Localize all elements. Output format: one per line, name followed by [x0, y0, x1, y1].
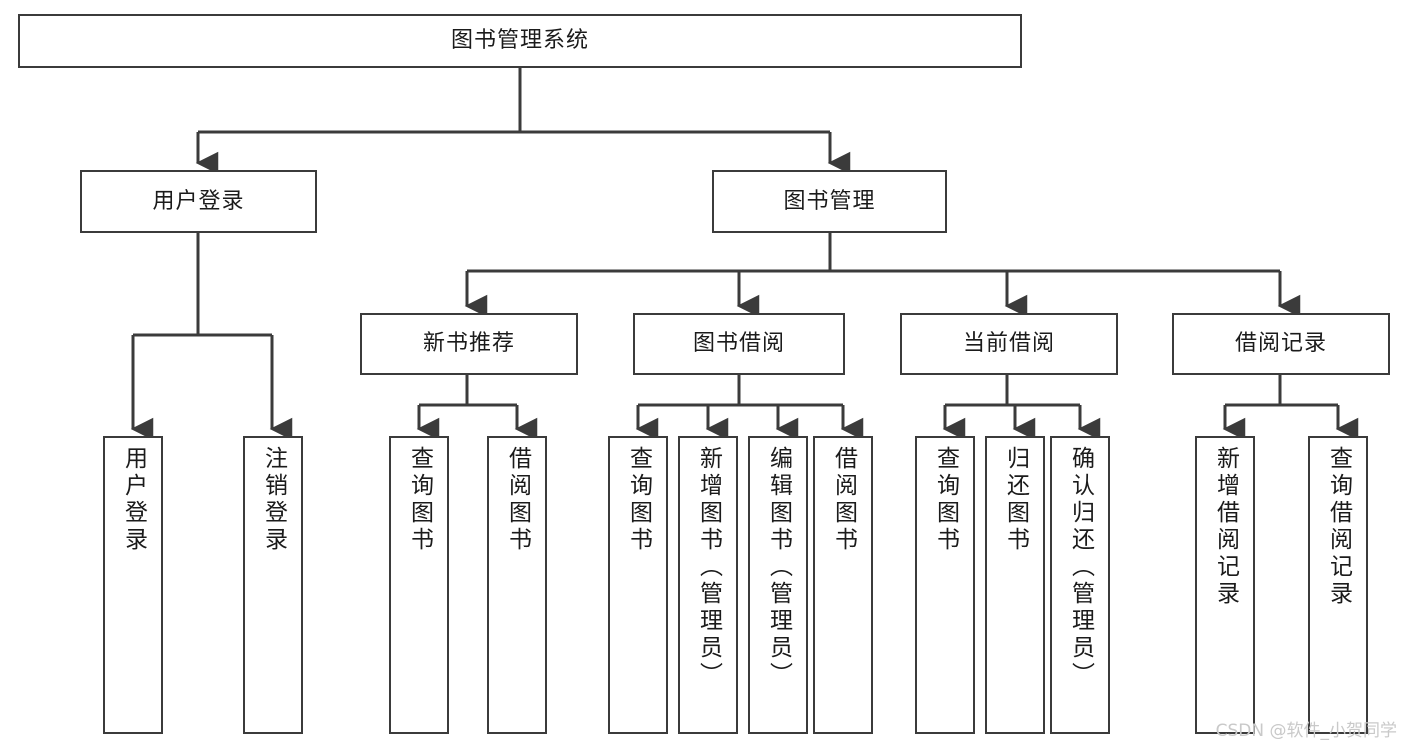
node-root[interactable]: 图书管理系统 [18, 14, 1022, 68]
node-user-login[interactable]: 用户登录 [80, 170, 317, 233]
node-new-book-rec-label: 新书推荐 [422, 331, 515, 357]
node-new-book-rec[interactable]: 新书推荐 [360, 313, 578, 375]
node-leaf-borrow-book-1-label: 借阅图书 [504, 446, 531, 554]
node-leaf-query-book-3-label: 查询图书 [932, 446, 959, 554]
node-leaf-borrow-book-2-label: 借阅图书 [830, 446, 857, 554]
node-leaf-borrow-book-2[interactable]: 借阅图书 [813, 436, 873, 734]
node-book-manage-label: 图书管理 [783, 188, 876, 214]
node-leaf-add-record-label: 新增借阅记录 [1212, 446, 1239, 608]
node-book-borrow-label: 图书借阅 [692, 331, 785, 357]
node-leaf-add-record[interactable]: 新增借阅记录 [1195, 436, 1255, 734]
node-leaf-query-book-2[interactable]: 查询图书 [608, 436, 668, 734]
node-leaf-query-book-3[interactable]: 查询图书 [915, 436, 975, 734]
node-current-borrow[interactable]: 当前借阅 [900, 313, 1118, 375]
node-leaf-user-login[interactable]: 用户登录 [103, 436, 163, 734]
node-leaf-query-book-1[interactable]: 查询图书 [389, 436, 449, 734]
node-leaf-confirm-return-label: 确认归还（管理员） [1067, 446, 1094, 689]
node-leaf-return-book[interactable]: 归还图书 [985, 436, 1045, 734]
node-book-borrow[interactable]: 图书借阅 [633, 313, 845, 375]
node-leaf-confirm-return[interactable]: 确认归还（管理员） [1050, 436, 1110, 734]
node-user-login-label: 用户登录 [152, 188, 245, 214]
watermark-text: CSDN @软件_小贺同学 [1215, 721, 1397, 741]
node-leaf-borrow-book-1[interactable]: 借阅图书 [487, 436, 547, 734]
node-root-label: 图书管理系统 [450, 28, 589, 54]
node-leaf-return-book-label: 归还图书 [1002, 446, 1029, 554]
node-leaf-edit-book-label: 编辑图书（管理员） [765, 446, 792, 689]
node-leaf-user-logout-label: 注销登录 [260, 446, 287, 554]
node-leaf-query-book-2-label: 查询图书 [625, 446, 652, 554]
node-leaf-user-login-label: 用户登录 [120, 446, 147, 554]
node-borrow-record[interactable]: 借阅记录 [1172, 313, 1390, 375]
node-leaf-edit-book[interactable]: 编辑图书（管理员） [748, 436, 808, 734]
node-leaf-user-logout[interactable]: 注销登录 [243, 436, 303, 734]
node-leaf-query-book-1-label: 查询图书 [406, 446, 433, 554]
node-leaf-query-record[interactable]: 查询借阅记录 [1308, 436, 1368, 734]
node-borrow-record-label: 借阅记录 [1234, 331, 1327, 357]
node-leaf-add-book[interactable]: 新增图书（管理员） [678, 436, 738, 734]
node-leaf-add-book-label: 新增图书（管理员） [695, 446, 722, 689]
node-leaf-query-record-label: 查询借阅记录 [1325, 446, 1352, 608]
node-book-manage[interactable]: 图书管理 [712, 170, 947, 233]
node-current-borrow-label: 当前借阅 [962, 331, 1055, 357]
